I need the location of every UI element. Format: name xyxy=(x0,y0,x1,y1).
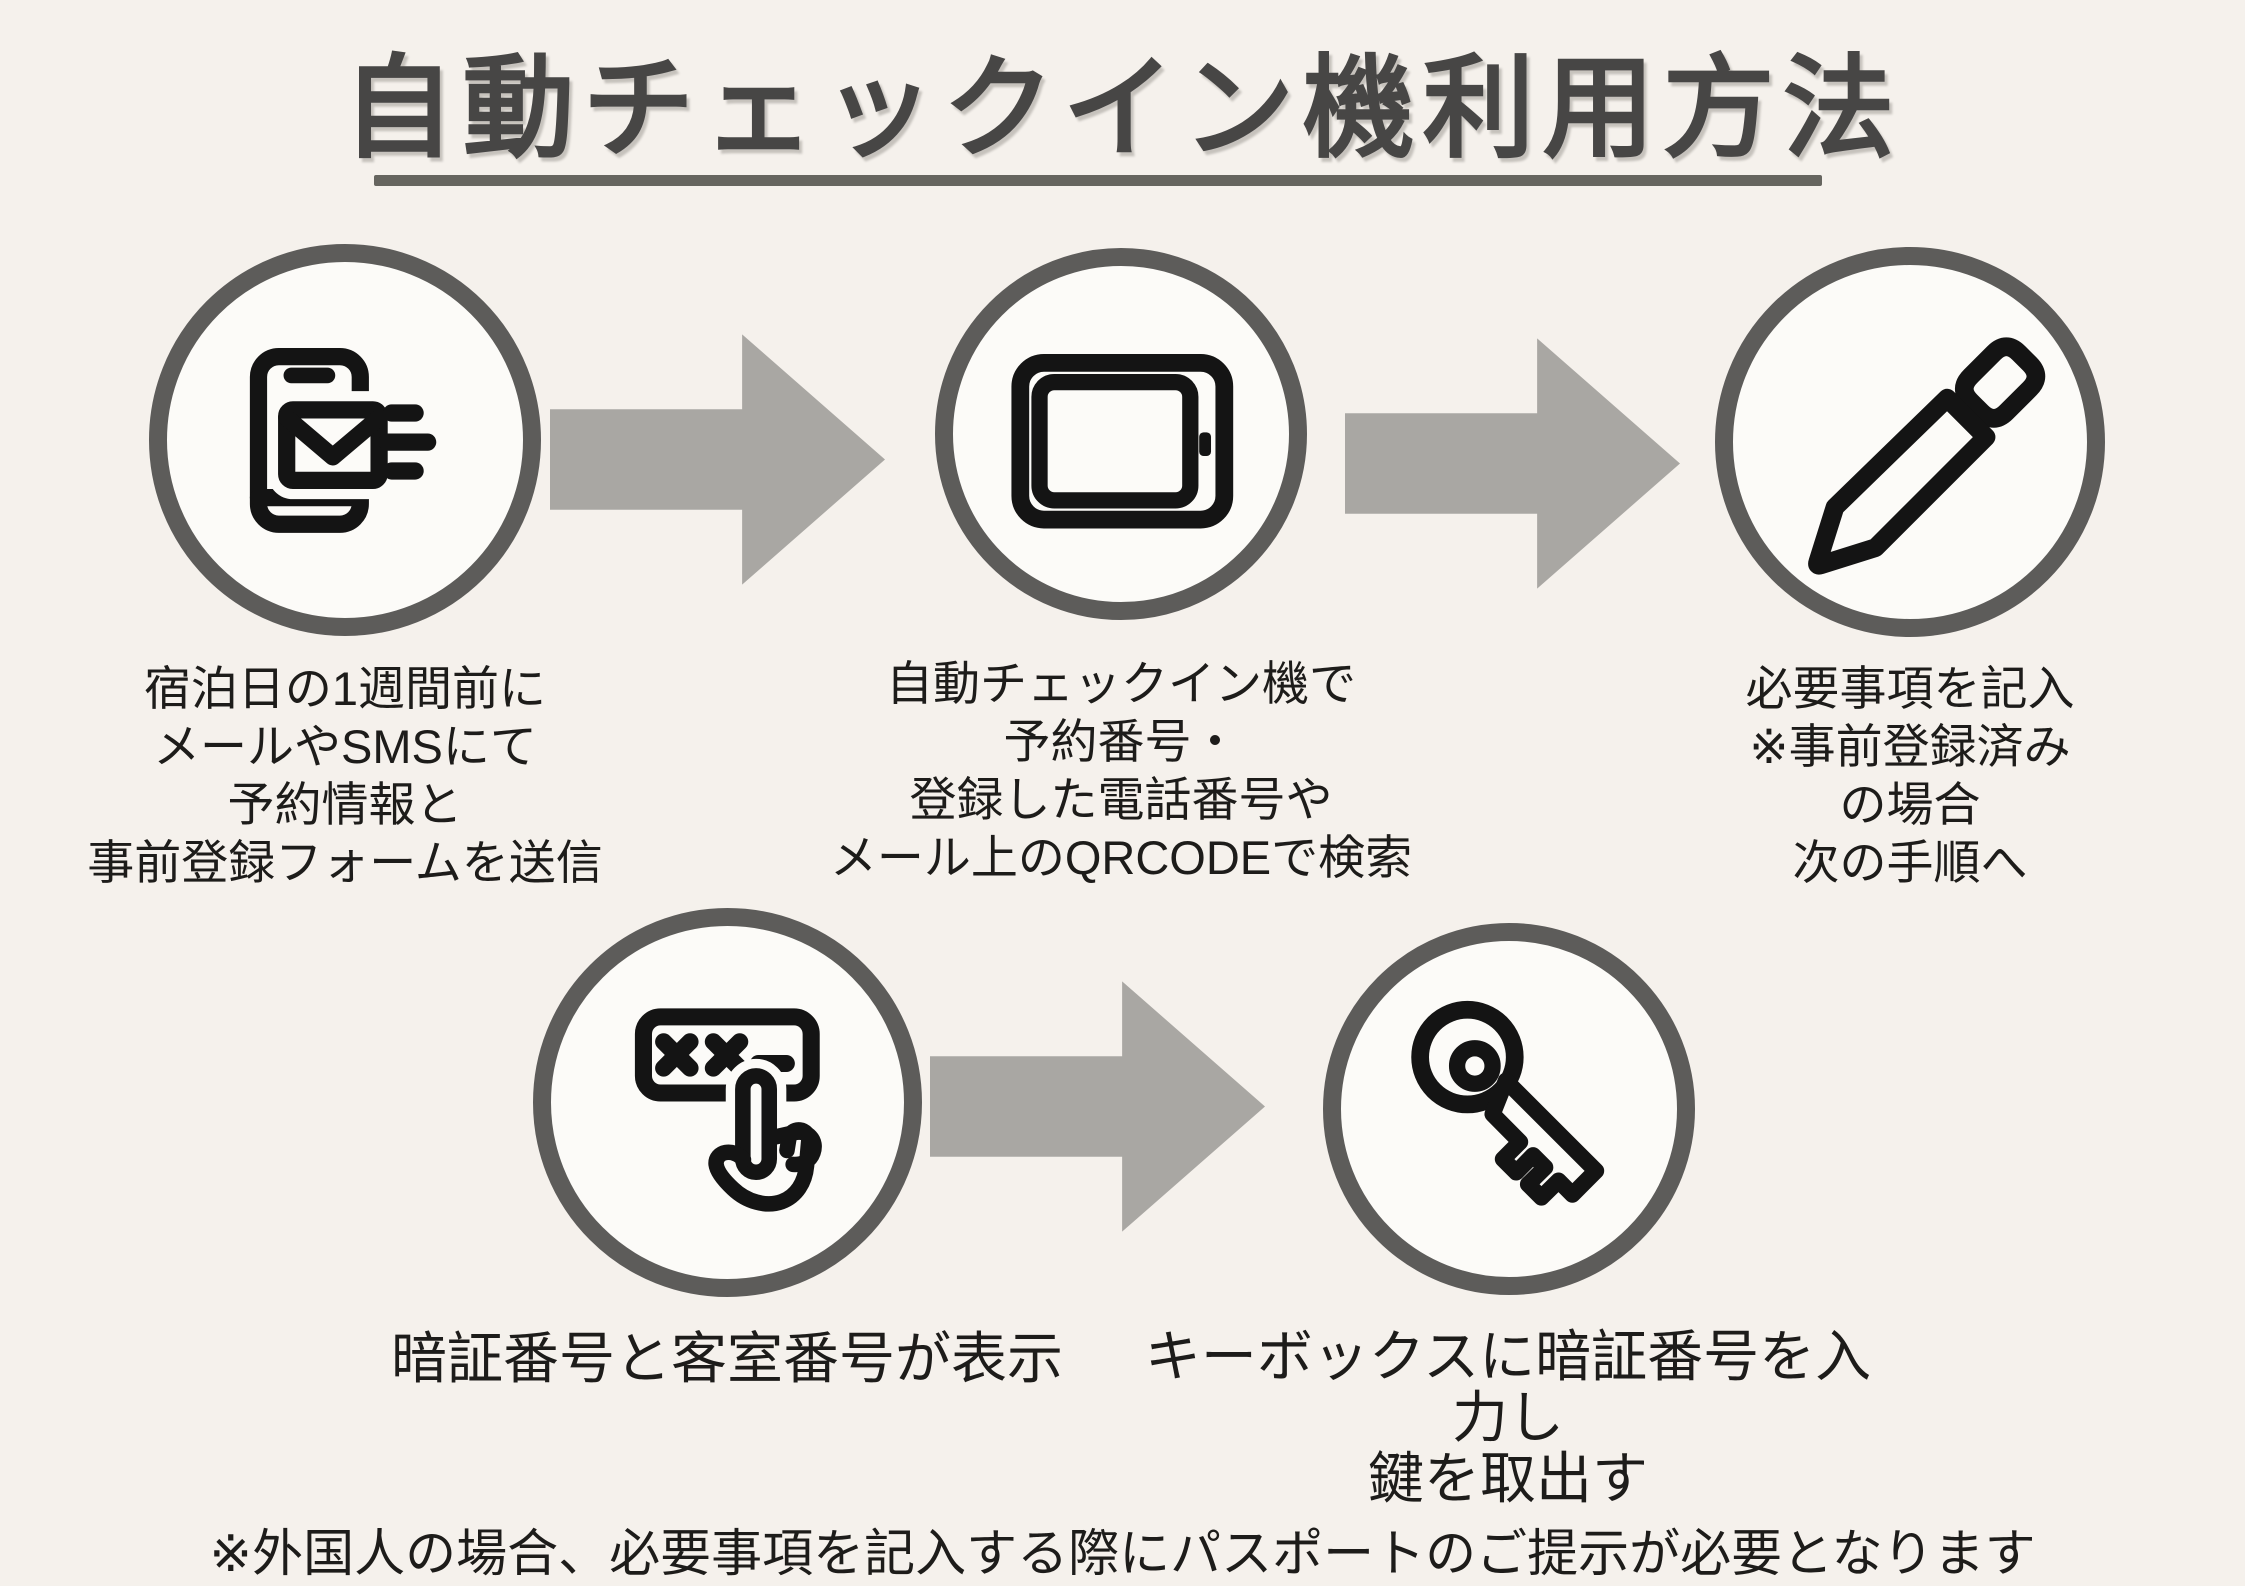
key-icon xyxy=(1411,1001,1605,1206)
title-underline xyxy=(374,175,1822,186)
arrow-right-icon xyxy=(1345,338,1680,589)
pencil-icon xyxy=(1808,337,2046,575)
arrow-right-icon xyxy=(930,981,1265,1232)
step5-circle xyxy=(1323,923,1695,1295)
step2-caption: 自動チェックイン機で 予約番号・ 登録した電話番号や メール上のQRCODEで検… xyxy=(829,657,1413,884)
arrow-right-icon xyxy=(550,334,885,585)
step1-circle xyxy=(149,244,541,636)
checkin-kiosk-tablet-icon xyxy=(1011,354,1234,529)
passport-footnote: ※外国人の場合、必要事項を記入する際にパスポートのご提示が必要となります xyxy=(209,1525,2036,1582)
step3-circle xyxy=(1715,247,2105,637)
pin-entry-icon xyxy=(635,1008,822,1212)
phone-message-icon xyxy=(250,348,437,534)
step2-circle xyxy=(935,248,1307,620)
step4-circle xyxy=(533,908,922,1297)
step5-caption: キーボックスに暗証番号を入力し 鍵を取出す xyxy=(1144,1325,1872,1510)
step3-caption: 必要事項を記入 ※事前登録済みの場合 次の手順へ xyxy=(1745,662,2075,889)
step4-caption: 暗証番号と客室番号が表示 xyxy=(391,1327,1063,1390)
page-title: 自動チェックイン機利用方法 xyxy=(342,46,1903,171)
step1-caption: 宿泊日の1週間前に メールやSMSにて 予約情報と 事前登録フォームを送信 xyxy=(87,662,603,889)
